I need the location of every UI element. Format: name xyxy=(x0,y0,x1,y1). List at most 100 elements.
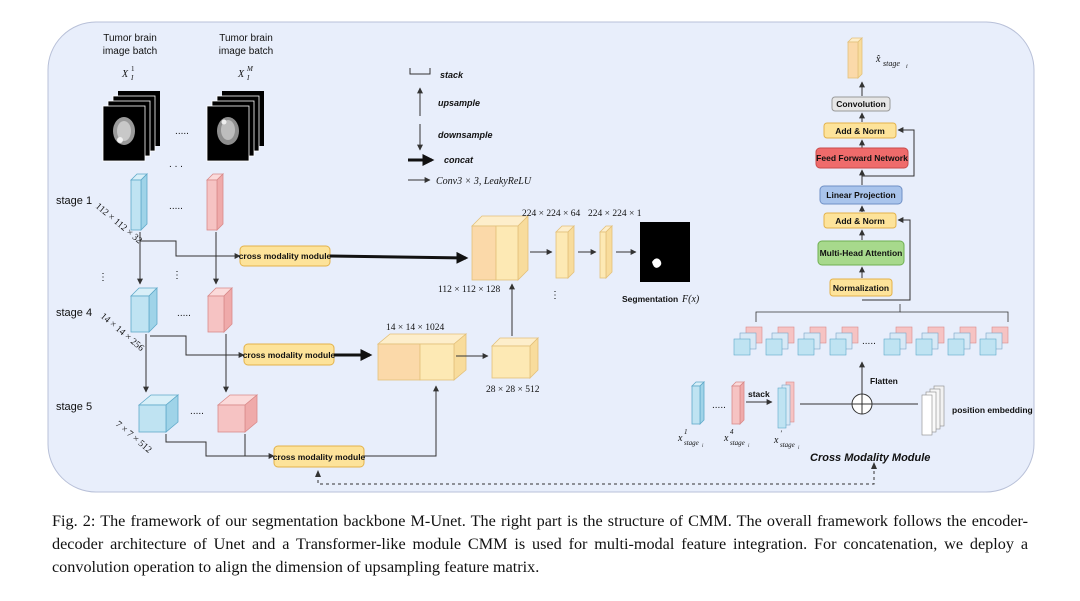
token-group-7 xyxy=(947,326,977,356)
decoder-dim-112: 112 × 112 × 128 xyxy=(438,285,501,295)
cmm-xprime-subsub: i xyxy=(798,446,800,451)
token-group-6 xyxy=(915,326,945,356)
vertical-dots: ⋮ xyxy=(98,272,108,283)
decoder-dim-224-64: 224 × 224 × 64 xyxy=(522,209,580,219)
legend-downsample-label: downsample xyxy=(438,130,493,140)
diagram-background xyxy=(47,21,1035,493)
cmm-box-stage5-label: cross modality module xyxy=(273,452,366,462)
legend-conv-label: Conv3 × 3, LeakyReLU xyxy=(436,176,532,187)
stage1-label: stage 1 xyxy=(56,195,92,207)
cmm-input-x4 xyxy=(731,381,745,425)
cmm-convolution-label: Convolution xyxy=(836,99,886,109)
mri-image-stack-2 xyxy=(206,91,264,162)
cmm-x4-symbol: x xyxy=(723,433,729,444)
xm-sub: I xyxy=(246,74,250,82)
token-bracket-top-right xyxy=(900,311,1009,322)
m-unet-framework-diagram: Tumor brain image batch Tumor brain imag… xyxy=(47,21,1035,493)
cmm-box-stage1 xyxy=(239,245,331,267)
token-group-3 xyxy=(797,326,827,356)
cmm-x1-sub: stage xyxy=(684,439,699,447)
cmm-mha-box xyxy=(817,240,905,266)
cmm-xprime-symbol: x xyxy=(773,435,779,446)
token-group-8 xyxy=(979,326,1009,356)
concat-arrow-1 xyxy=(329,251,469,264)
token-group-5 xyxy=(883,326,913,356)
cmm-x4-sup: 4 xyxy=(730,428,734,436)
decoder-dim-28: 28 × 28 × 512 xyxy=(486,385,540,395)
token-bracket-top xyxy=(755,304,901,322)
token-group-4 xyxy=(829,326,859,356)
input-dots-2: . . . xyxy=(169,159,183,170)
batch1-label-line1: Tumor brain xyxy=(103,33,157,44)
cmm-mha-label: Multi-Head Attention xyxy=(820,248,903,258)
stage1-pink-feature xyxy=(206,173,224,231)
segmentation-label: Segmentation xyxy=(622,294,678,304)
cmm-linear-label: Linear Projection xyxy=(826,190,895,200)
decoder-224-1-feature xyxy=(599,225,613,279)
cmm-input-x1 xyxy=(691,381,705,425)
stage4-blue-feature xyxy=(130,287,158,333)
stage1-dots: ..... xyxy=(169,201,183,212)
cmm-x4-sub: stage xyxy=(730,439,745,447)
encoder-to-cmm-lines xyxy=(140,232,275,459)
cmm-output-subsub: i xyxy=(906,64,908,70)
flatten-label: Flatten xyxy=(870,376,898,386)
fx-label: F(x) xyxy=(681,294,700,305)
cmm-output-feature xyxy=(847,37,863,79)
cmm-linear-box xyxy=(819,185,903,205)
cmm-stacked-feature xyxy=(777,381,795,429)
cmm-addnorm-bottom xyxy=(823,212,897,229)
batch2-label-line2: image batch xyxy=(219,46,273,57)
stage4-pink-feature xyxy=(207,287,233,333)
cmm5-to-decoder xyxy=(364,385,439,457)
segmentation-output-image xyxy=(640,222,690,282)
dashed-link-head-1 xyxy=(315,470,321,477)
xm-sup: M xyxy=(246,65,254,73)
token-group-1 xyxy=(733,326,763,356)
legend-upsample-label: upsample xyxy=(438,98,480,108)
stage4-dots: ..... xyxy=(177,308,191,319)
cmm-box-stage4-label: cross modality module xyxy=(243,350,336,360)
cmm-token-row: ..... xyxy=(733,326,1009,356)
batch1-label-line2: image batch xyxy=(103,46,157,57)
input-dots: ..... xyxy=(175,126,189,137)
figure-caption: Fig. 2: The framework of our segmentatio… xyxy=(52,512,1028,576)
cmm-x4-subsub: i xyxy=(748,444,750,449)
cmm-norm-label: Normalization xyxy=(833,283,889,293)
positional-add-icon xyxy=(851,393,873,415)
stage1-blue-feature xyxy=(130,173,148,231)
cmm-residual-1 xyxy=(862,217,911,301)
dashed-link xyxy=(317,466,875,485)
stage5-dots: ..... xyxy=(190,406,204,417)
cmm-norm-box xyxy=(829,278,893,297)
token-group-2 xyxy=(765,326,795,356)
cmm-input-dots: ..... xyxy=(712,400,726,411)
batch2-label-line1: Tumor brain xyxy=(219,33,273,44)
x1-sub: I xyxy=(130,74,134,82)
decoder-28-feature xyxy=(491,337,539,379)
position-embedding-feature xyxy=(921,385,945,436)
stage5-label: stage 5 xyxy=(56,401,92,413)
legend-stack-label: stack xyxy=(440,70,464,80)
decoder-vdots: ⋮ xyxy=(550,290,560,301)
legend-stack-symbol xyxy=(409,68,431,75)
stage5-pink-feature xyxy=(216,394,259,433)
cmm-xprime-sub: stage xyxy=(780,441,795,449)
stage4-label: stage 4 xyxy=(56,307,92,319)
position-embedding-label: position embedding xyxy=(952,405,1033,415)
cmm-ffn-label: Feed Forward Network xyxy=(816,153,908,163)
cmm-addnorm-top xyxy=(823,122,897,139)
cmm-ffn-box xyxy=(815,147,909,169)
decoder-dim-224-1: 224 × 224 × 1 xyxy=(588,209,642,219)
cmm-output-sub: stage xyxy=(883,59,900,68)
token-dots: ..... xyxy=(862,336,876,347)
cmm-title: Cross Modality Module xyxy=(810,452,930,464)
cmm-addnorm-top-label: Add & Norm xyxy=(835,126,885,136)
x1-sup: 1 xyxy=(131,65,135,73)
cmm-residual-2 xyxy=(862,127,915,177)
dashed-link-head-2 xyxy=(871,462,877,469)
cmm-x1-symbol: x xyxy=(677,433,683,444)
xm-symbol: X xyxy=(237,69,245,80)
cmm-addnorm-bottom-label: Add & Norm xyxy=(835,216,885,226)
cmm-x1-sup: 1 xyxy=(684,428,688,436)
